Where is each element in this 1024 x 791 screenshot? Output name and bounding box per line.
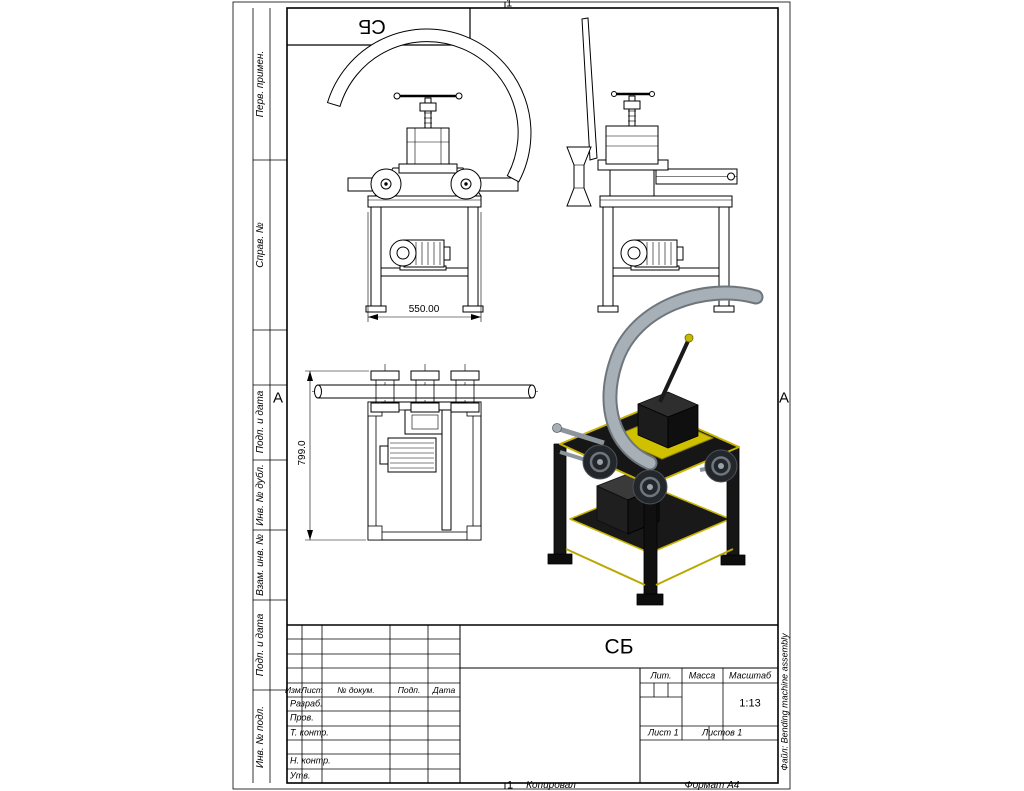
side-view bbox=[566, 17, 738, 313]
front-view bbox=[326, 28, 532, 322]
side-table bbox=[597, 195, 735, 313]
iso-lever-knob bbox=[684, 333, 694, 343]
format-label: Формат A4 bbox=[684, 780, 740, 791]
margin-label-perv-primen: Перв. примен. bbox=[255, 50, 266, 118]
margin-label-sprav-no: Справ. № bbox=[255, 222, 266, 268]
sheet-frame bbox=[232, 1, 791, 790]
dim-top-height: 799.0 bbox=[297, 440, 308, 466]
rotated-designation: СБ bbox=[358, 15, 386, 37]
left-margin-grid bbox=[253, 159, 287, 691]
front-table bbox=[365, 195, 484, 313]
tb-role-razrab: Разраб. bbox=[290, 698, 323, 709]
view-letter-right: А bbox=[778, 389, 790, 407]
margin-label-podp-data-1: Подп. и дата bbox=[255, 390, 266, 454]
title-block-grid bbox=[287, 624, 778, 783]
tb-lit-label: Лит. bbox=[650, 670, 672, 681]
bottom-page-number: 1 bbox=[506, 779, 514, 791]
margin-label-inv-podl: Инв. № подл. bbox=[255, 705, 266, 769]
tb-header-izm: Изм. bbox=[284, 684, 304, 695]
tb-role-tkontr: Т. контр. bbox=[290, 727, 329, 738]
tb-header-podp: Подп. bbox=[397, 684, 421, 695]
tb-sheets: Листов 1 bbox=[702, 727, 743, 738]
tb-header-list: Лист bbox=[301, 684, 323, 695]
isometric-view bbox=[547, 285, 764, 606]
front-dimension bbox=[367, 212, 482, 322]
top-dimension bbox=[305, 370, 369, 541]
top-view bbox=[305, 364, 538, 541]
tb-header-data: Дата bbox=[432, 684, 456, 695]
side-roller-spool bbox=[566, 146, 592, 207]
tb-role-nkontr: Н. контр. bbox=[290, 755, 331, 766]
front-rollers bbox=[370, 168, 482, 200]
margin-label-podp-data-2: Подп. и дата bbox=[255, 613, 266, 677]
side-lever bbox=[581, 17, 598, 161]
bent-pipe-outline bbox=[326, 28, 532, 183]
tb-sheet: Лист 1 bbox=[648, 727, 679, 738]
tb-scale-label: Масштаб bbox=[728, 670, 772, 681]
iso-bender-head bbox=[637, 391, 699, 449]
tb-scale-value: 1:13 bbox=[739, 697, 761, 710]
copied-label: Копировал bbox=[526, 780, 576, 791]
dim-front-width: 550.00 bbox=[408, 304, 440, 315]
top-table-frame bbox=[367, 401, 482, 541]
tb-role-utv: Утв. bbox=[290, 770, 311, 781]
top-spools bbox=[370, 370, 480, 413]
view-letter-left: А bbox=[272, 389, 284, 407]
tb-mass-label: Масса bbox=[688, 670, 716, 681]
front-motor bbox=[389, 239, 451, 271]
side-bender-head bbox=[597, 91, 738, 197]
tb-designation: СБ bbox=[604, 635, 634, 659]
tb-header-dokum: № докум. bbox=[337, 684, 375, 695]
margin-label-vzam-inv: Взам. инв. № bbox=[255, 534, 266, 596]
top-page-number: 1 bbox=[505, 0, 513, 10]
tb-role-prov: Пров. bbox=[290, 712, 314, 723]
top-pipe bbox=[317, 384, 533, 399]
iso-lever bbox=[658, 340, 690, 403]
iso-rollers bbox=[582, 444, 738, 505]
margin-label-inv-dubl: Инв. № дубл. bbox=[255, 464, 266, 526]
side-motor bbox=[620, 239, 684, 271]
top-motor bbox=[379, 437, 437, 473]
file-note: Файл: Bending machine assembly bbox=[779, 633, 790, 771]
